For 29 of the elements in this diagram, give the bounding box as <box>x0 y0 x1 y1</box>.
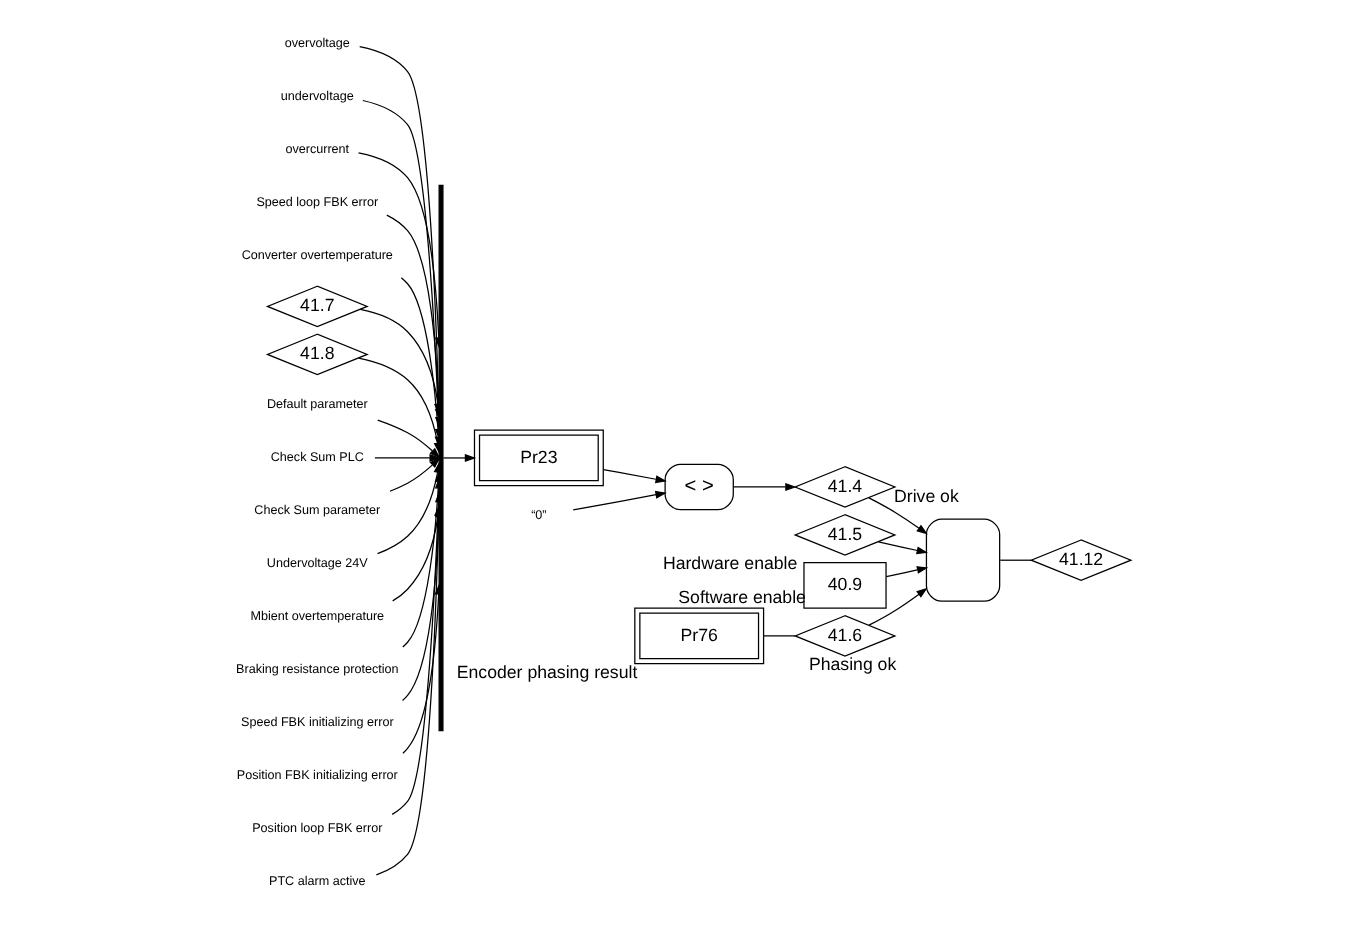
node-gate <box>925 518 1001 602</box>
node-diamond: 41.8 <box>265 333 369 376</box>
node-box: < > <box>664 463 734 511</box>
arrow <box>357 152 443 349</box>
arrow <box>572 490 667 511</box>
arrow <box>374 453 441 462</box>
node-diamond: 41.5 <box>793 514 897 556</box>
node-box: Pr23 <box>473 429 604 487</box>
arrow <box>877 541 928 555</box>
node-diamond: 41.12 <box>1029 539 1133 582</box>
node-box: 40.9 <box>803 562 887 609</box>
arrow <box>602 468 667 484</box>
node-label: Phasing ok <box>808 654 897 675</box>
node-bar <box>438 184 444 732</box>
arrow <box>885 566 929 578</box>
arrow <box>402 583 443 754</box>
node-label: Drive ok <box>894 486 959 507</box>
arrow <box>359 308 442 415</box>
node-diamond: 41.6 <box>793 615 897 657</box>
node-label: Encoder phasing result <box>456 661 638 682</box>
node-diamond: 41.4 <box>793 466 897 508</box>
arrow <box>868 587 928 626</box>
arrow <box>732 483 797 491</box>
connector <box>999 559 1032 561</box>
node-diamond: 41.7 <box>265 285 369 328</box>
node-label: Hardware enable <box>662 553 798 574</box>
arrow <box>442 453 477 462</box>
node-box: Pr76 <box>634 607 765 665</box>
connector <box>763 635 796 637</box>
